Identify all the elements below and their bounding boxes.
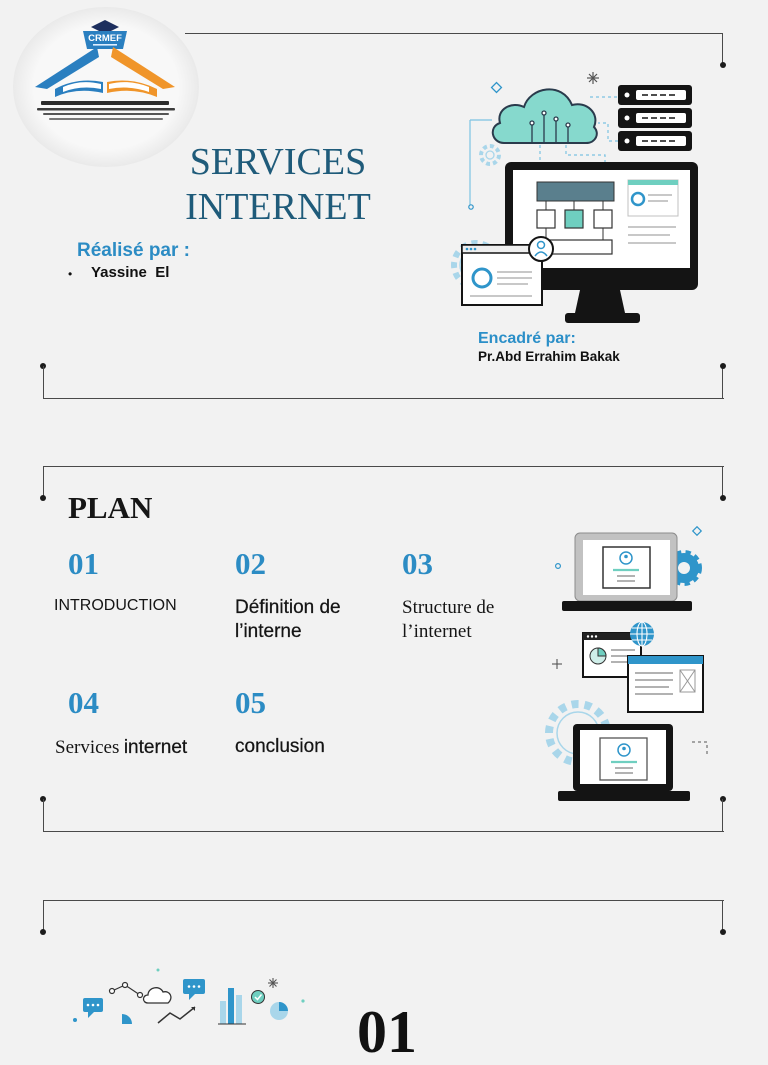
logo-text-lines xyxy=(37,101,175,120)
globe-icon xyxy=(630,621,654,647)
graduation-cap-icon xyxy=(91,20,119,34)
supervisor-label: Encadré par: xyxy=(478,330,576,347)
chat-bubble-icon xyxy=(183,979,205,1000)
author-bullet: • xyxy=(68,267,73,281)
frame-dot xyxy=(720,62,726,68)
laptops-illustration xyxy=(545,525,708,801)
plan-item-label: Services internet xyxy=(55,736,225,761)
pie-chart-icon xyxy=(270,1002,288,1020)
frame-bottom-line xyxy=(43,831,724,832)
frame-dot xyxy=(40,495,46,501)
frame-right-tick xyxy=(722,466,723,498)
logo-blue-wing xyxy=(35,47,99,89)
pie-chart-icon xyxy=(471,267,493,289)
sparkle-icon xyxy=(552,659,562,669)
plan-item-number: 04 xyxy=(68,685,99,720)
plan-item-number: 05 xyxy=(235,685,266,720)
connector-line xyxy=(692,741,708,757)
frame-dot xyxy=(720,796,726,802)
plan-item-label-serif-part: Services xyxy=(55,737,120,758)
frame-right-tick xyxy=(722,799,723,831)
plan-item-label: Définition de l’interne xyxy=(235,597,341,642)
frame-right-tick xyxy=(722,33,723,65)
plan-title: PLAN xyxy=(68,490,153,525)
author-name: Yassine El xyxy=(91,264,170,281)
diamond-icon xyxy=(691,525,703,537)
chat-bubble-icon xyxy=(83,998,103,1018)
user-avatar-icon xyxy=(617,743,631,757)
server-stack-icon xyxy=(618,85,692,151)
frame-top-line xyxy=(43,900,724,901)
plan-item-number: 03 xyxy=(402,546,433,581)
logo-emblem: CRMEF xyxy=(35,20,175,120)
title-line-2: INTERNET xyxy=(185,186,371,228)
monitor-icon xyxy=(505,162,698,323)
data-analytics-illustration xyxy=(73,968,305,1025)
browser-window-card xyxy=(461,244,543,306)
sparkle-icon xyxy=(587,72,599,84)
pie-chart-icon xyxy=(122,1014,132,1024)
diamond-icon xyxy=(490,81,503,94)
section-number: 01 xyxy=(357,999,417,1065)
line-chart-icon xyxy=(157,1006,196,1024)
presentation-title: SERVICES INTERNET xyxy=(150,140,406,230)
logo-orange-wing xyxy=(111,47,175,89)
plan-item-label-sans-part: internet xyxy=(123,737,188,758)
frame-dot xyxy=(720,363,726,369)
frame-left-tick xyxy=(43,466,44,498)
bar-chart-icon xyxy=(218,988,246,1025)
laptop-icon xyxy=(562,532,692,611)
gear-icon xyxy=(479,144,501,166)
frame-left-tick xyxy=(43,366,44,398)
circuit-lines xyxy=(469,96,618,205)
author-label: Réalisé par : xyxy=(77,240,190,261)
plan-item-label: INTRODUCTION xyxy=(54,597,177,614)
plan-item-number: 01 xyxy=(68,546,99,581)
frame-dot xyxy=(40,929,46,935)
crmef-logo: CRMEF xyxy=(13,7,199,167)
logo-name: CRMEF xyxy=(88,33,122,44)
frame-top-line xyxy=(43,466,724,467)
title-line-1: SERVICES xyxy=(189,141,367,183)
frame-left-tick xyxy=(43,900,44,932)
user-avatar-icon xyxy=(528,236,554,262)
frame-dot xyxy=(720,929,726,935)
frame-left-tick xyxy=(43,799,44,831)
user-avatar-icon xyxy=(619,551,633,565)
laptop-icon xyxy=(558,724,690,801)
frame-dot xyxy=(720,495,726,501)
plan-item-label: conclusion xyxy=(235,736,325,757)
network-icon xyxy=(108,981,144,999)
supervisor-name: Pr.Abd Errahim Bakak xyxy=(478,349,620,364)
section-number-clip: 01 xyxy=(350,1002,440,1062)
check-circle-icon xyxy=(251,990,265,1004)
frame-right-tick xyxy=(722,900,723,932)
plan-item-label: Structure de l’internet xyxy=(402,597,495,642)
frame-bottom-line xyxy=(43,398,724,399)
frame-top-line xyxy=(185,33,723,34)
cloud-computing-illustration xyxy=(451,72,698,323)
document-window-card xyxy=(627,655,704,713)
plan-item-number: 02 xyxy=(235,546,266,581)
cloud-icon xyxy=(142,987,172,1004)
cloud-icon xyxy=(491,88,598,144)
sparkle-icon xyxy=(268,978,278,988)
frame-right-tick xyxy=(722,366,723,398)
